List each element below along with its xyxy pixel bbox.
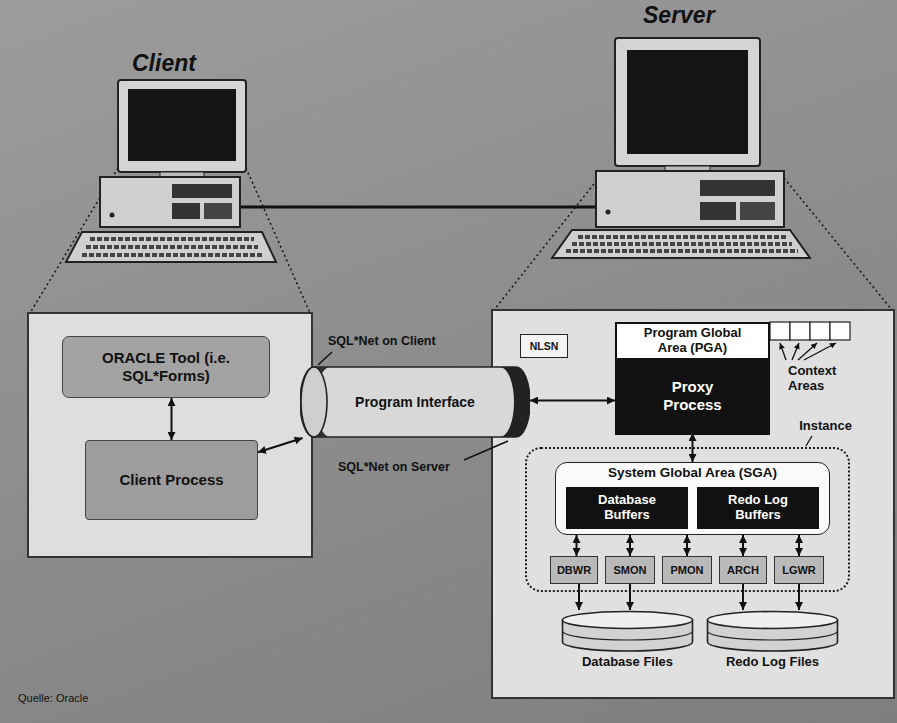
node-text: Instance	[799, 418, 852, 433]
callout-label: SQL*Net on Server	[338, 460, 450, 474]
server-computer	[552, 38, 810, 258]
context-leaders	[780, 343, 836, 360]
connector-arrow	[578, 584, 580, 610]
background-process: ARCH	[719, 556, 767, 584]
background-process: SMON	[605, 556, 655, 584]
node-text: Database Buffers	[580, 493, 674, 523]
node-text: Proxy Process	[652, 378, 733, 414]
connector-arrow	[742, 584, 744, 610]
callout-label: SQL*Net on Client	[328, 334, 436, 348]
projection-lines	[30, 168, 892, 313]
client-panel	[28, 313, 312, 557]
network-cable	[240, 206, 596, 209]
buffer-bar: Redo Log Buffers	[697, 487, 819, 529]
leader-line	[806, 436, 812, 446]
disk-store: Redo Log Files	[705, 610, 840, 688]
connector-arrow	[629, 535, 631, 556]
process-box: Proxy Process	[617, 358, 768, 433]
server-panel	[492, 310, 894, 698]
memory-area: Program Global Area (PGA) Proxy Process	[615, 322, 770, 435]
caption-label: Server	[643, 2, 715, 29]
source-note: Quelle: Oracle	[18, 692, 88, 704]
node-text: LGWR	[782, 564, 816, 576]
connector-arrow	[798, 584, 800, 610]
node-text: PMON	[671, 564, 704, 576]
background-process: DBWR	[550, 556, 598, 584]
callout-label: Context Areas	[788, 364, 854, 394]
client-computer	[66, 80, 276, 262]
tool-box: ORACLE Tool (i.e. SQL*Forms)	[62, 336, 270, 398]
node-text: ARCH	[727, 564, 759, 576]
connector-arrow	[171, 398, 173, 440]
background-process: PMON	[662, 556, 712, 584]
nlsn-box: NLSN	[520, 334, 568, 358]
connector-arrow	[530, 400, 615, 402]
node-text: Program Interface	[355, 394, 475, 410]
node-text: DBWR	[557, 564, 591, 576]
disk-symbol	[560, 610, 695, 654]
connector-arrow	[258, 438, 303, 452]
connector-arrow	[742, 535, 744, 556]
instance-region: InstanceSystem Global Area (SGA)Database…	[525, 447, 850, 592]
memory-area: System Global Area (SGA) Database Buffers…	[555, 462, 830, 535]
buffer-bar: Database Buffers	[566, 487, 688, 529]
connector-arrow	[629, 584, 631, 610]
connector-arrow	[576, 535, 578, 556]
process-box: Client Process	[85, 440, 258, 520]
interface-cylinder: Program Interface	[300, 366, 530, 438]
disk-store: Database Files	[560, 610, 695, 688]
node-text: System Global Area (SGA)	[556, 465, 829, 480]
connector-arrow	[798, 535, 800, 556]
node-text: SMON	[614, 564, 647, 576]
context-area-cells	[770, 322, 850, 340]
node-text: ORACLE Tool (i.e. SQL*Forms)	[77, 349, 255, 385]
node-text: Program Global Area (PGA)	[635, 326, 750, 356]
node-text: Redo Log Buffers	[711, 493, 805, 523]
disk-symbol	[705, 610, 840, 654]
leader-line	[464, 441, 508, 460]
node-text: Redo Log Files	[726, 654, 819, 669]
node-text: Database Files	[582, 654, 673, 669]
leader-line	[318, 352, 332, 365]
background-process: LGWR	[774, 556, 824, 584]
node-text: NLSN	[530, 340, 559, 352]
connector-arrow	[686, 535, 688, 556]
node-text: Client Process	[119, 471, 223, 489]
caption-label: Client	[132, 50, 196, 77]
